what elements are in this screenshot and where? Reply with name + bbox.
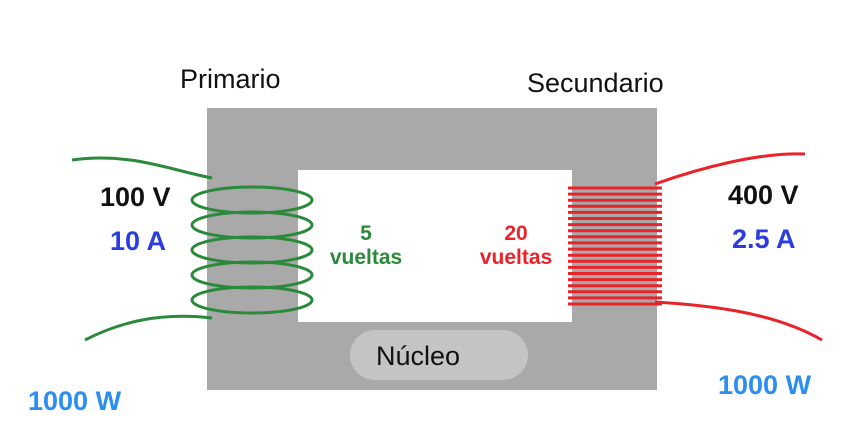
secondary-title: Secundario	[527, 68, 664, 98]
primary-current: 10 A	[110, 226, 167, 256]
secondary-wire-bottom	[654, 300, 823, 342]
primary-power: 1000 W	[28, 386, 122, 416]
secondary-power: 1000 W	[718, 370, 812, 400]
primary-coil-turn	[190, 285, 314, 315]
secondary-turns-label: 20 vueltas	[462, 222, 570, 270]
primary-coil	[190, 185, 314, 315]
primary-turns-label: 5 vueltas	[316, 222, 416, 270]
primary-voltage: 100 V	[100, 182, 171, 212]
core-label-background	[350, 330, 528, 380]
primary-wire-bottom	[84, 314, 213, 342]
primary-turns-count: 5	[360, 222, 372, 245]
secondary-coil	[568, 186, 662, 306]
core-label: Núcleo	[376, 341, 461, 371]
secondary-wire-top	[654, 152, 806, 186]
secondary-voltage: 400 V	[728, 180, 799, 210]
primary-turns-word: vueltas	[329, 246, 403, 270]
primary-title: Primario	[180, 64, 281, 94]
secondary-turns-word: vueltas	[479, 246, 553, 270]
primary-wire-top	[71, 156, 213, 180]
secondary-current: 2.5 A	[732, 224, 796, 254]
secondary-turns-count: 20	[504, 222, 528, 245]
